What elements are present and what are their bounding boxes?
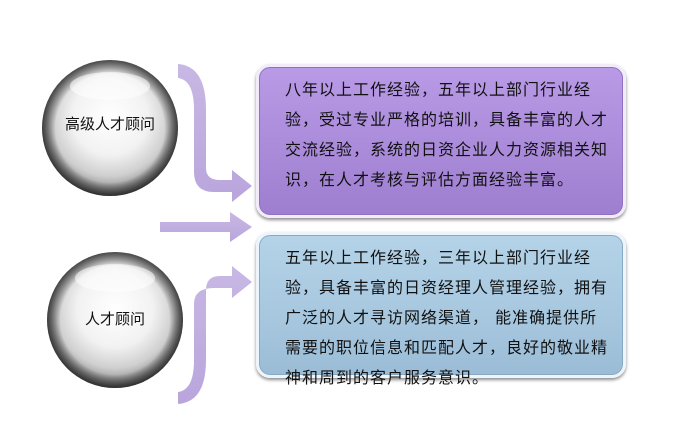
node-label-senior-consultant: 高级人才顾问 — [64, 115, 155, 133]
description-text-consultant: 五年以上工作经验，三年以上部门行业经验，具备丰富的日资经理人管理经验，拥有广泛的… — [285, 248, 609, 387]
description-box-consultant: 五年以上工作经验，三年以上部门行业经验，具备丰富的日资经理人管理经验，拥有广泛的… — [256, 232, 626, 387]
curved-arrow-top — [178, 64, 252, 202]
description-box-senior-consultant: 八年以上工作经验，五年以上部门行业经验，受过专业严格的培训，具备丰富的人才交流经… — [256, 64, 626, 218]
curved-arrow-bottom — [178, 266, 252, 404]
sphere-senior-consultant — [42, 60, 178, 196]
description-text-senior-consultant: 八年以上工作经验，五年以上部门行业经验，受过专业严格的培训，具备丰富的人才交流经… — [285, 80, 609, 189]
straight-arrow-middle — [160, 212, 252, 242]
node-label-consultant: 人才顾问 — [84, 310, 145, 328]
sphere-consultant — [47, 252, 183, 388]
